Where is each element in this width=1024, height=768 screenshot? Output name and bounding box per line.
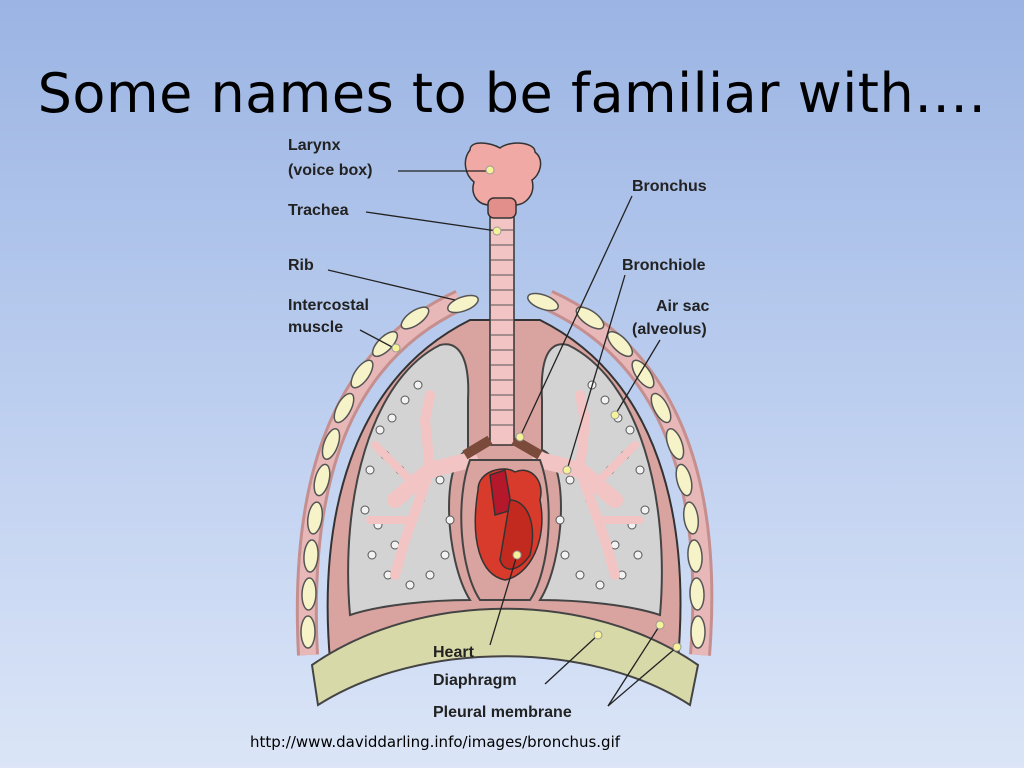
larynx [464,142,542,219]
label-markers [391,165,682,652]
label-heart: Heart [433,644,475,661]
trachea [462,214,543,460]
slide-title: Some names to be familiar with…. [37,62,987,125]
label-rib: Rib [288,257,314,274]
label-voice-box: (voice box) [288,162,372,179]
bronchial-tree-left [366,390,478,580]
heart [474,468,543,581]
label-diaphragm: Diaphragm [433,672,517,689]
label-larynx: Larynx [288,137,341,154]
source-url: http://www.daviddarling.info/images/bron… [249,733,621,751]
label-intercostal: Intercostal [288,297,369,314]
label-alveolus: (alveolus) [632,321,707,338]
label-bronchiole: Bronchiole [622,257,706,274]
label-air-sac: Air sac [656,298,709,315]
leader-lines [327,170,678,707]
ribs [300,292,706,649]
label-bronchus: Bronchus [632,178,707,195]
label-muscle: muscle [288,319,343,336]
bronchial-tree-right [532,390,644,580]
label-trachea: Trachea [288,202,349,219]
label-pleural-membrane: Pleural membrane [433,704,572,721]
